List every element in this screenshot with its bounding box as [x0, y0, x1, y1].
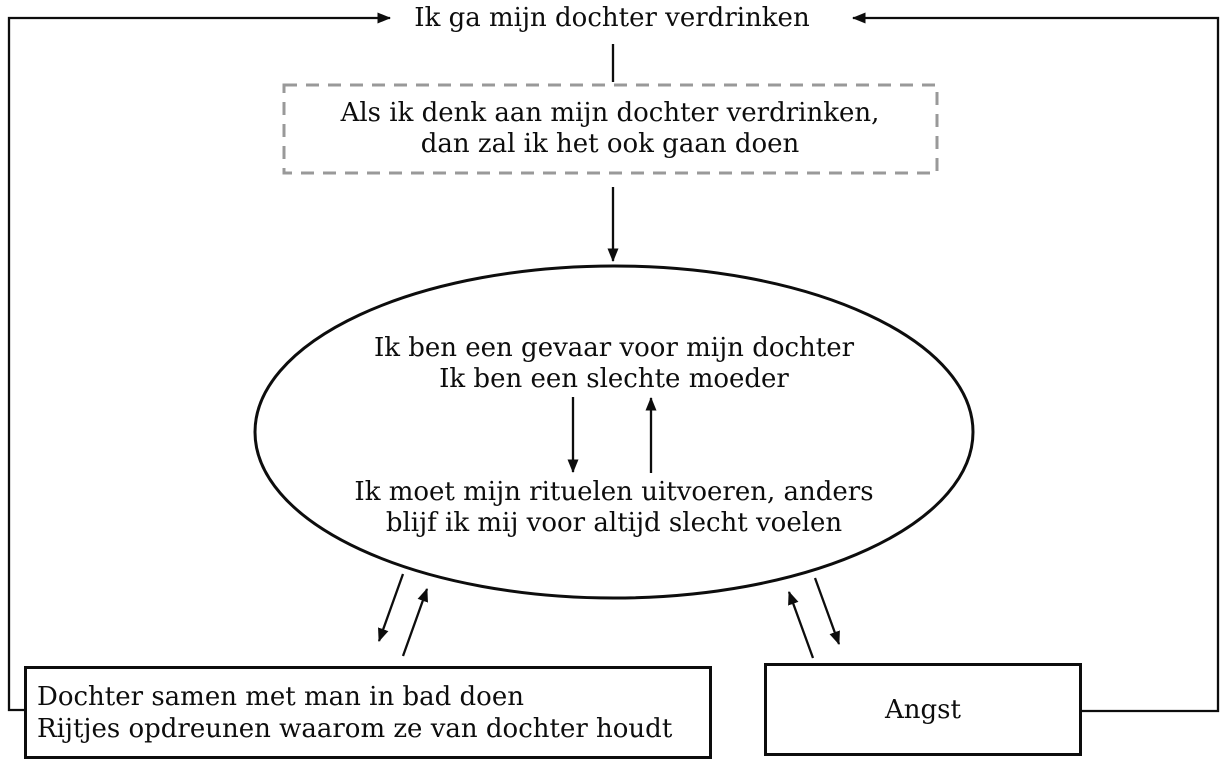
beliefs-ellipse-outline [253, 264, 975, 600]
arrow-rituals-to-ellipse [401, 588, 429, 657]
interpretation-box: Als ik denk aan mijn dochter verdrinken,… [283, 84, 937, 173]
anxiety-box: Angst [764, 663, 1082, 756]
ritual-rule-line-1: Ik moet mijn rituelen uitvoeren, anders [354, 477, 874, 507]
core-beliefs-line-2: Ik ben een slechte moeder [439, 364, 789, 394]
core-beliefs-line-1: Ik ben een gevaar voor mijn dochter [373, 333, 855, 363]
core-beliefs-text: Ik ben een gevaar voor mijn dochter Ik b… [214, 333, 1014, 395]
arrow-anxiety-to-ellipse [787, 591, 815, 659]
arrow-ellipse-to-rituals [377, 573, 405, 642]
feedback-loop-right-line [852, 12, 1220, 713]
intrusive-thought-text: Ik ga mijn dochter verdrinken [414, 3, 810, 33]
rituals-box: Dochter samen met man in bad doen Rijtje… [24, 666, 712, 759]
interpretation-box-border [282, 83, 939, 175]
interpretation-line-2: dan zal ik het ook gaan doen [420, 128, 800, 159]
anxiety-label: Angst [885, 694, 961, 725]
ritual-rule-text: Ik moet mijn rituelen uitvoeren, anders … [214, 477, 1014, 539]
ritual-rule-line-2: blijf ik mij voor altijd slecht voelen [385, 508, 843, 538]
feedback-loop-left-line [7, 12, 391, 712]
arrow-ellipse-to-anxiety [813, 577, 841, 645]
rituals-line-1: Dochter samen met man in bad doen [37, 681, 524, 712]
rituals-line-2: Rijtjes opdreunen waarom ze van dochter … [37, 713, 673, 744]
interpretation-line-1: Als ik denk aan mijn dochter verdrinken, [340, 97, 880, 128]
